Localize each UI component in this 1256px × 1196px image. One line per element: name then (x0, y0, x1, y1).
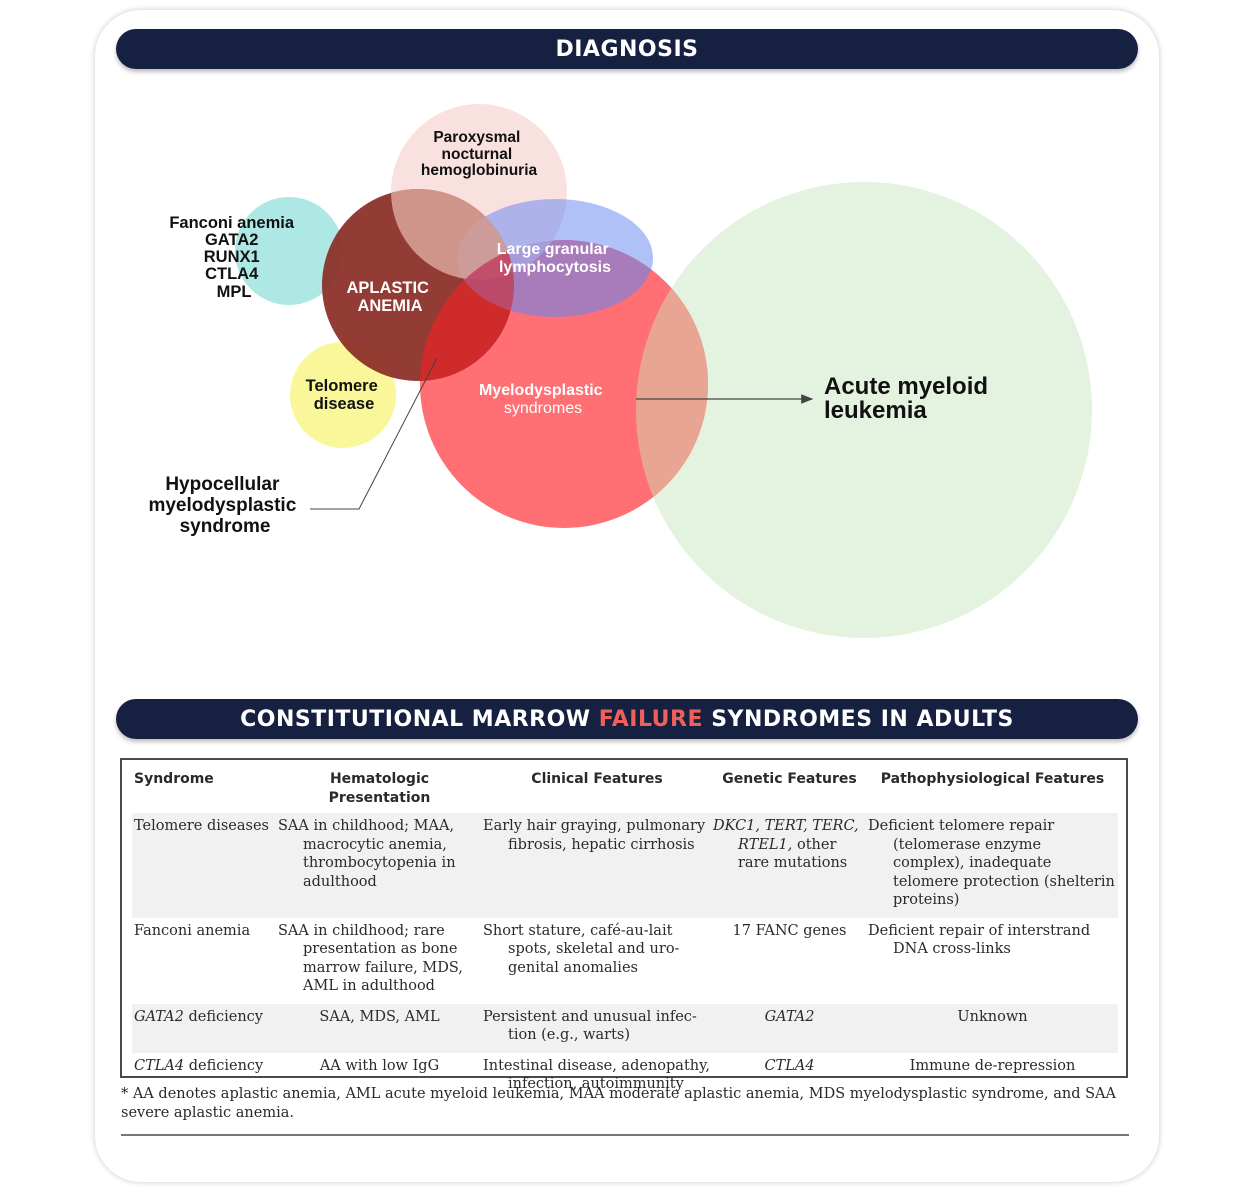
pnh-label: Paroxysmal nocturnal hemoglobinuria (421, 129, 538, 179)
aplastic-anemia-label: APLASTIC ANEMIA (346, 279, 433, 315)
row1-clinical: Early hair graying, pulmonary fibrosis, … (482, 813, 712, 918)
row4-hematologic: AA with low IgG (319, 1057, 440, 1074)
header-genetic: Genetic Features (722, 771, 857, 787)
row2-patho: Deficient repair of interstrand DNA cros… (868, 922, 1091, 958)
diagnosis-venn-diagram: Paroxysmal nocturnal hemoglobinuria Fanc… (148, 104, 1092, 638)
row4-syndrome-rest: deficiency (184, 1057, 264, 1074)
hypocellular-mds-label: Hypocellular myelodysplastic syndrome (148, 474, 301, 537)
row3-syndrome-gene: GATA2 (134, 1008, 184, 1025)
aml-label: Acute myeloid leukemia (824, 373, 995, 424)
row2-hematologic: SAA in childhood; rare presentation as b… (278, 922, 463, 995)
aml-circle (636, 182, 1092, 638)
row4-clinical: Intestinal disease, adenopathy, infectio… (483, 1057, 710, 1093)
mds-label: Myelodysplastic syndromes (479, 382, 607, 417)
row4-genetic: CTLA4 (712, 1053, 867, 1102)
row4-genetic-genes: CTLA4 (764, 1057, 815, 1074)
cmf-title-end: SYNDROMES IN ADULTS (703, 706, 1014, 732)
cmf-syndromes-banner: CONSTITUTIONAL MARROW FAILURE SYNDROMES … (116, 699, 1138, 739)
table-footnote: * AA denotes aplastic anemia, AML acute … (121, 1085, 1129, 1123)
cmf-title-accent: FAILURE (598, 706, 704, 732)
syndromes-grid: Syndrome Hematologic Presentation Clinic… (132, 760, 1118, 1102)
header-clinical: Clinical Features (531, 771, 663, 787)
diagnosis-banner: DIAGNOSIS (116, 29, 1138, 69)
lgl-label: Large granular lymphocytosis (497, 241, 613, 276)
row3-genetic: GATA2 (712, 1003, 867, 1053)
row4-syndrome-gene: CTLA4 (134, 1057, 185, 1074)
row1-patho: Deficient telomere repair (telomerase en… (867, 813, 1118, 918)
header-pathophysiological: Pathophysiological Features (880, 771, 1105, 787)
row3-syndrome-rest: deficiency (183, 1008, 263, 1025)
row1-syndrome: Telomere diseases (132, 813, 277, 918)
row2-genetic: 17 FANC genes (712, 918, 867, 1004)
hypocellular-mds-pointer (310, 357, 438, 510)
row3-genetic-genes: GATA2 (764, 1008, 815, 1025)
cmf-title-start: CONSTITUTIONAL MARROW (240, 706, 599, 732)
row4-patho: Immune de-repression (909, 1057, 1076, 1074)
telomere-disease-label: Telomere disease (306, 377, 383, 413)
row2-clinical: Short stature, café-au-lait spots, skele… (483, 922, 680, 976)
row3-syndrome: GATA2 deficiency (132, 1003, 277, 1053)
row1-hematologic: SAA in childhood; MAA, macrocytic anemia… (277, 813, 482, 918)
aplastic-mds-overlap (420, 240, 514, 381)
header-hematologic: Hematologic Presentation (328, 771, 431, 806)
row3-hematologic: SAA, MDS, AML (277, 1003, 482, 1053)
row2-syndrome: Fanconi anemia (134, 922, 251, 939)
footnote-text: AA denotes aplastic anemia, AML acute my… (121, 1086, 1116, 1121)
row1-genetic: DKC1, TERT, TERC, RTEL1, other rare muta… (712, 813, 867, 918)
fanconi-circle (235, 197, 343, 305)
row1-genetic-rest: other rare mutations (738, 836, 848, 872)
header-syndrome: Syndrome (134, 771, 214, 787)
fanconi-genes-label: Fanconi anemia GATA2 RUNX1 CTLA4 MPL (169, 214, 298, 301)
syndromes-table: Syndrome Hematologic Presentation Clinic… (120, 758, 1128, 1092)
telomere-circle (290, 342, 396, 448)
footnote-divider (121, 1134, 1129, 1136)
row4-syndrome: CTLA4 deficiency (132, 1053, 277, 1102)
diagnosis-title: DIAGNOSIS (555, 36, 699, 62)
footnote-mark: * (121, 1086, 129, 1102)
row1-genetic-genes: DKC1, TERT, TERC, RTEL1, (713, 818, 859, 853)
row2-genetic-rest: 17 FANC genes (732, 922, 847, 939)
lgl-overlap-tint (457, 240, 653, 317)
row3-patho: Unknown (867, 1003, 1118, 1053)
row3-clinical: Persistent and unusual infec-tion (e.g.,… (482, 1003, 712, 1053)
